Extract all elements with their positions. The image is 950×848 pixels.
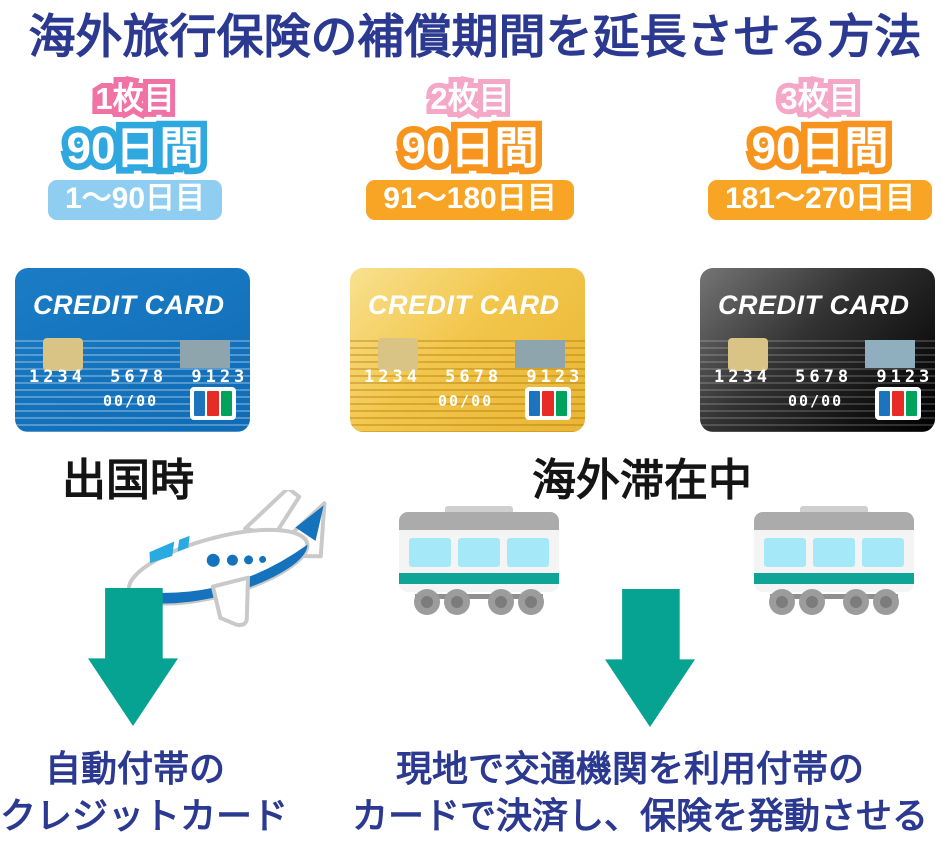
credit-card-gold: CREDIT CARD 1234 5678 9123 00/00 bbox=[350, 268, 585, 432]
credit-card-blue: CREDIT CARD 1234 5678 9123 00/00 bbox=[15, 268, 250, 432]
card-brand-text: CREDIT CARD bbox=[368, 290, 560, 320]
card-3-label: 3枚目 bbox=[780, 81, 860, 117]
card-chip bbox=[378, 338, 418, 371]
card-number: 1234 5678 9123 bbox=[29, 367, 249, 387]
note-line: カードで決済し、保険を発動させる bbox=[352, 794, 929, 836]
page-title: 海外旅行保険の補償期間を延長させる方法 bbox=[28, 10, 922, 63]
card-network-logo bbox=[525, 387, 571, 420]
card-2-duration: 90日間 bbox=[402, 124, 539, 174]
card-signature-box bbox=[865, 340, 915, 368]
card-3-duration: 90日間 bbox=[752, 124, 889, 174]
card-network-logo bbox=[875, 387, 921, 420]
card-1-duration: 90日間 bbox=[67, 124, 204, 174]
column-3-header: 3枚目 90日間 181〜270日目 bbox=[660, 81, 950, 220]
card-1-day-range-badge: 1〜90日目 bbox=[47, 179, 223, 220]
train-icon bbox=[399, 506, 559, 615]
note-automatic-coverage: 自動付帯の クレジットカード bbox=[0, 746, 289, 840]
card-expiry: 00/00 bbox=[103, 392, 159, 410]
airplane-icon bbox=[121, 490, 327, 628]
card-1-label: 1枚目 bbox=[95, 81, 175, 117]
note-line: 自動付帯の bbox=[44, 748, 225, 789]
card-signature-box bbox=[180, 340, 230, 368]
column-2-header: 2枚目 90日間 91〜180日目 bbox=[310, 81, 630, 220]
card-expiry: 00/00 bbox=[438, 392, 494, 410]
card-brand-text: CREDIT CARD bbox=[718, 290, 910, 320]
credit-card-black: CREDIT CARD 1234 5678 9123 00/00 bbox=[700, 268, 935, 432]
phase-label-overseas: 海外滞在中 bbox=[532, 456, 752, 505]
train-icon bbox=[754, 506, 914, 615]
down-arrow-icon bbox=[605, 589, 695, 727]
note-line: クレジットカード bbox=[0, 794, 289, 836]
note-usage-coverage: 現地で交通機関を利用付帯の カードで決済し、保険を発動させる bbox=[352, 746, 929, 840]
card-brand-text: CREDIT CARD bbox=[33, 290, 225, 320]
card-chip bbox=[43, 338, 83, 371]
card-2-day-range-badge: 91〜180日目 bbox=[366, 179, 574, 220]
note-line: 現地で交通機関を利用付帯の bbox=[395, 748, 864, 789]
card-signature-box bbox=[515, 340, 565, 368]
card-number: 1234 5678 9123 bbox=[714, 367, 934, 387]
card-network-logo bbox=[190, 387, 236, 420]
column-1-header: 1枚目 90日間 1〜90日目 bbox=[0, 81, 295, 220]
card-2-label: 2枚目 bbox=[430, 81, 510, 117]
card-chip bbox=[728, 338, 768, 371]
card-3-day-range-badge: 181〜270日目 bbox=[707, 179, 933, 220]
card-expiry: 00/00 bbox=[788, 392, 844, 410]
card-number: 1234 5678 9123 bbox=[364, 367, 584, 387]
phase-label-departure: 出国時 bbox=[62, 456, 194, 505]
